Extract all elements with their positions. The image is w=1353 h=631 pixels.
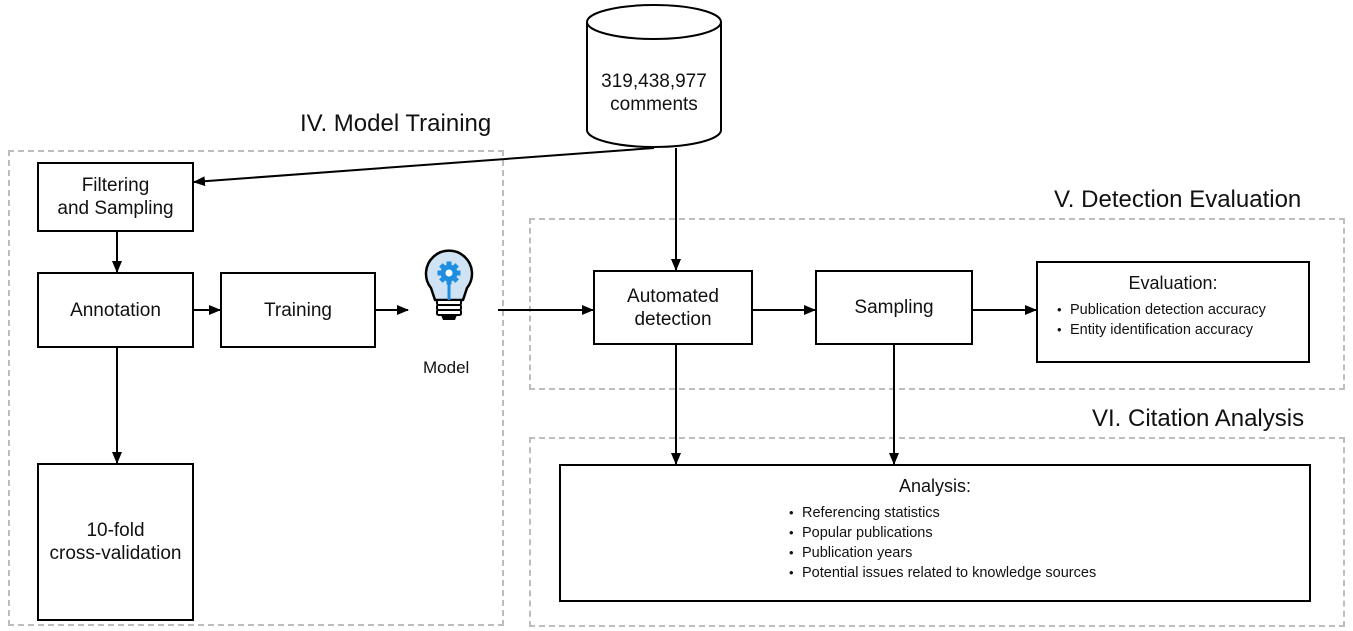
evaluation-list: Publication detection accuracy Entity id… xyxy=(1057,300,1308,340)
crossval-node: 10-fold cross-validation xyxy=(37,463,194,621)
citation-analysis-title: VI. Citation Analysis xyxy=(1092,405,1305,432)
analysis-heading: Analysis: xyxy=(898,476,972,496)
evaluation-heading: Evaluation: xyxy=(1128,273,1218,293)
detection-evaluation-region xyxy=(529,218,1345,390)
sampling-node: Sampling xyxy=(815,270,973,345)
analysis-node: Analysis: Referencing statistics Popular… xyxy=(559,464,1311,602)
analysis-list: Referencing statistics Popular publicati… xyxy=(789,503,1309,583)
filtering-sampling-node: Filtering and Sampling xyxy=(37,162,194,232)
crossval-line2: cross-validation xyxy=(49,543,182,564)
annotation-node: Annotation xyxy=(37,272,194,348)
training-node: Training xyxy=(220,272,376,348)
model-label: Model xyxy=(423,358,470,377)
evaluation-item: Publication detection accuracy xyxy=(1057,300,1308,320)
evaluation-node: Evaluation: Publication detection accura… xyxy=(1036,261,1310,363)
analysis-item: Potential issues related to knowledge so… xyxy=(789,563,1309,583)
analysis-item: Referencing statistics xyxy=(789,503,1309,523)
detection-evaluation-title: V. Detection Evaluation xyxy=(1054,186,1302,213)
database-unit: comments xyxy=(610,94,698,115)
analysis-item: Publication years xyxy=(789,543,1309,563)
evaluation-item: Entity identification accuracy xyxy=(1057,320,1308,340)
database-count: 319,438,977 xyxy=(601,71,707,92)
filtering-line2: and Sampling xyxy=(57,198,174,219)
crossval-line1: 10-fold xyxy=(86,520,145,541)
detection-line2: detection xyxy=(634,308,712,330)
model-training-region xyxy=(8,150,504,626)
detection-line1: Automated xyxy=(627,285,719,307)
database-icon xyxy=(586,4,722,148)
arrow-db-to-filtering xyxy=(193,147,655,187)
analysis-item: Popular publications xyxy=(789,523,1309,543)
automated-detection-node: Automated detection xyxy=(593,270,753,345)
database-label: 319,438,977 comments xyxy=(590,70,718,116)
model-training-title: IV. Model Training xyxy=(300,110,492,137)
citation-analysis-region xyxy=(529,437,1345,627)
filtering-line1: Filtering xyxy=(81,175,150,196)
lightbulb-icon xyxy=(424,249,474,320)
